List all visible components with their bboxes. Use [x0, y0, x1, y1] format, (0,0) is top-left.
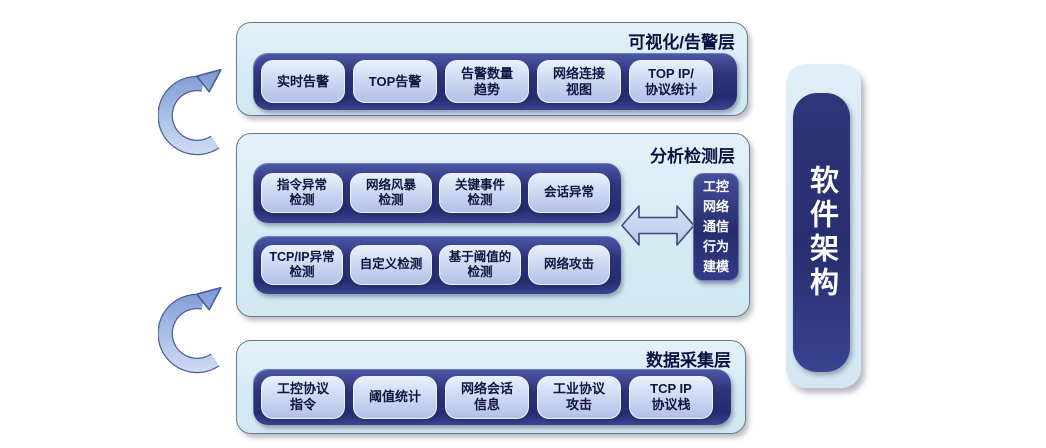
pill-industrial-protocol-attack: 工业协议 攻击 — [537, 375, 621, 419]
pill-top-ip-protocol-stats: TOP IP/ 协议统计 — [629, 60, 713, 103]
pill-alarm-count-trend: 告警数量 趋势 — [445, 60, 529, 103]
pill-network-session-info: 网络会话 信息 — [445, 375, 529, 419]
module-bar-collection: 工控协议 指令 阈值统计 网络会话 信息 工业协议 攻击 TCP IP 协议栈 — [253, 369, 731, 425]
side-panel-label: 软件架构 — [805, 164, 838, 301]
layer-collection: 数据采集层 工控协议 指令 阈值统计 网络会话 信息 工业协议 攻击 TCP I… — [236, 340, 746, 434]
cycle-arrow-icon — [158, 286, 222, 374]
pill-realtime-alarm: 实时告警 — [261, 60, 345, 103]
pill-ics-protocol-instruction: 工控协议 指令 — [261, 375, 345, 419]
side-panel: 软件架构 — [786, 64, 861, 388]
pill-custom-detection: 自定义检测 — [350, 245, 432, 285]
pill-tcpip-anomaly-detection: TCP/IP异常 检测 — [261, 245, 343, 285]
layer-title-visualization: 可视化/告警层 — [628, 33, 735, 52]
pill-network-attack: 网络攻击 — [528, 245, 610, 285]
module-bar-analysis-row1: 指令异常 检测 网络风暴 检测 关键事件 检测 会话异常 — [253, 163, 621, 223]
module-bar-visualization: 实时告警 TOP告警 告警数量 趋势 网络连接 视图 TOP IP/ 协议统计 — [253, 53, 737, 110]
pill-session-anomaly: 会话异常 — [528, 173, 610, 213]
pill-instruction-anomaly-detection: 指令异常 检测 — [261, 173, 343, 213]
side-panel-inner: 软件架构 — [793, 93, 850, 372]
layer-analysis: 分析检测层 指令异常 检测 网络风暴 检测 关键事件 检测 会话异常 TCP/I… — [236, 133, 750, 317]
layer-title-analysis: 分析检测层 — [650, 147, 735, 166]
pill-key-event-detection: 关键事件 检测 — [439, 173, 521, 213]
pill-network-connection-view: 网络连接 视图 — [537, 60, 621, 103]
pill-threshold-based-detection: 基于阈值的 检测 — [439, 245, 521, 285]
cycle-arrow-icon — [158, 68, 222, 156]
layer-title-collection: 数据采集层 — [646, 351, 731, 370]
exchange-arrow-icon — [621, 205, 695, 246]
pill-network-storm-detection: 网络风暴 检测 — [350, 173, 432, 213]
behavior-modeling-box: 工控 网络 通信 行为 建模 — [693, 173, 739, 281]
module-bar-analysis-row2: TCP/IP异常 检测 自定义检测 基于阈值的 检测 网络攻击 — [253, 236, 621, 294]
layer-visualization: 可视化/告警层 实时告警 TOP告警 告警数量 趋势 网络连接 视图 TOP I… — [236, 22, 748, 116]
pill-tcpip-stack: TCP IP 协议栈 — [629, 375, 713, 419]
pill-threshold-stats: 阈值统计 — [353, 375, 437, 419]
pill-top-alarm: TOP告警 — [353, 60, 437, 103]
